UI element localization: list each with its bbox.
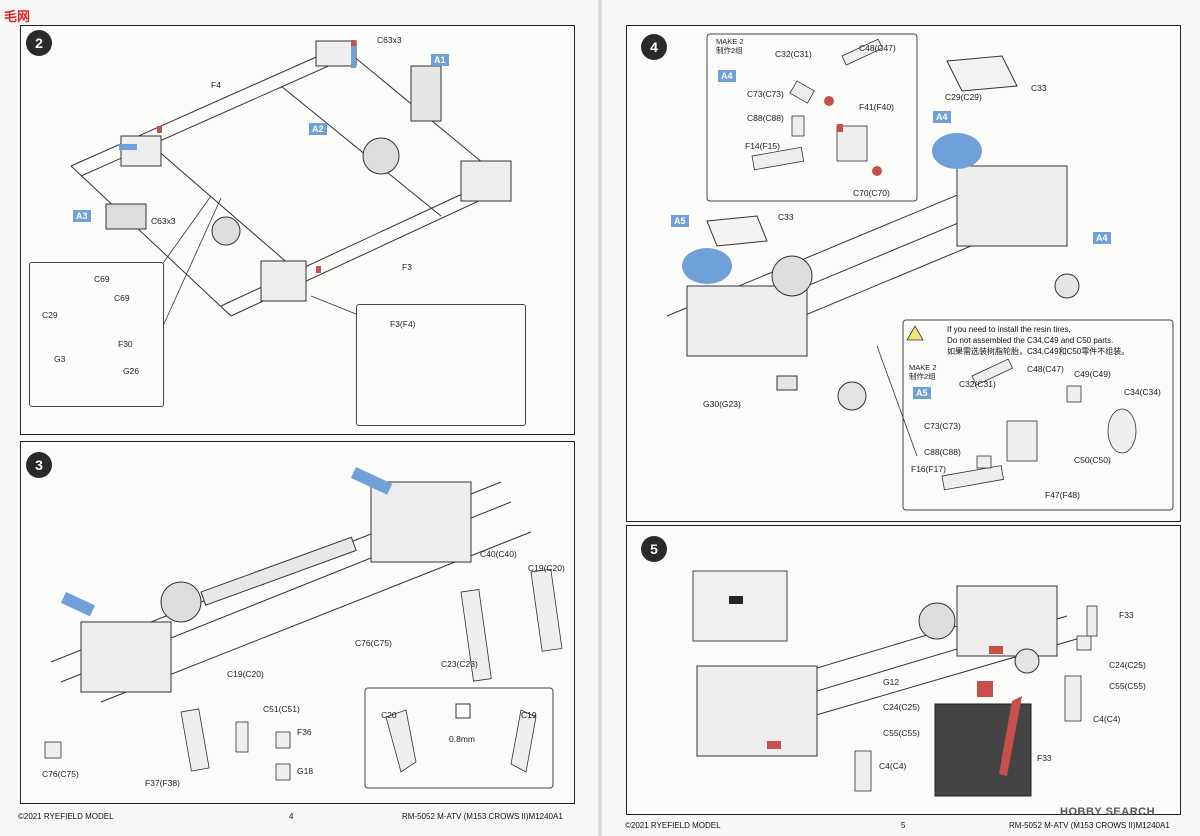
book-spine — [598, 0, 602, 836]
subassembly-tag-a4-main: A4 — [933, 111, 951, 123]
part-label: C33 — [1031, 83, 1047, 93]
page-number: 4 — [289, 812, 294, 821]
part-label: C55(C55) — [1109, 681, 1146, 691]
part-label: C73(C73) — [924, 421, 961, 431]
part-label: C76(C75) — [42, 769, 79, 779]
part-label: G26 — [123, 366, 140, 376]
part-label: C63x3 — [151, 216, 176, 226]
part-label: C69 — [114, 293, 130, 303]
step-5-drawing — [692, 570, 1098, 797]
part-label: F16(F17) — [911, 464, 946, 474]
part-label: C23(C23) — [441, 659, 478, 669]
step-number-5: 5 — [641, 536, 667, 562]
part-label: C51(C51) — [263, 704, 300, 714]
part-label: C24(C25) — [1109, 660, 1146, 670]
part-label: C4(C4) — [879, 761, 907, 771]
step-4-panel: 4 MAKE 2 制作2组 A4 C32(C31) C48(C47) C73(C… — [626, 25, 1181, 522]
watermark-top: 毛网 — [4, 9, 31, 24]
subassembly-tag-a2: A2 — [309, 123, 327, 135]
step-2-drawing — [65, 40, 512, 397]
subassembly-tag-a5: A5 — [671, 215, 689, 227]
part-label: C49(C49) — [1074, 369, 1111, 379]
part-label: F33 — [1037, 753, 1052, 763]
part-label: C32(C31) — [775, 49, 812, 59]
part-label: F3(F4) — [390, 319, 416, 329]
part-label: F47(F48) — [1045, 490, 1080, 500]
subassembly-tag-a4-right: A4 — [1093, 232, 1111, 244]
part-label: C70(C70) — [853, 188, 890, 198]
part-label: C88(C88) — [924, 447, 961, 457]
step-4-drawing — [666, 33, 1174, 511]
part-label: C24(C25) — [883, 702, 920, 712]
resin-tire-note-line1: If you need to install the resin tires, — [947, 325, 1071, 334]
part-label: F14(F15) — [745, 141, 780, 151]
part-label: C19(C20) — [227, 669, 264, 679]
watermark-bottom: HOBBY SEARCH — [1060, 806, 1156, 818]
subassembly-tag-a5-inset: A5 — [913, 387, 931, 399]
footer-copyright: ©2021 RYEFIELD MODEL — [18, 812, 114, 821]
part-label: C4(C4) — [1093, 714, 1121, 724]
part-label: F33 — [1119, 610, 1134, 620]
inset-box-detail: F3(F4) — [356, 304, 526, 426]
inset-box-parts: C69 C69 C29 F30 G3 G26 — [29, 262, 164, 407]
part-label: C48(C47) — [859, 43, 896, 53]
step-number-3: 3 — [26, 452, 52, 478]
part-label: C55(C55) — [883, 728, 920, 738]
footer-copyright: ©2021 RYEFIELD MODEL — [625, 821, 721, 830]
resin-tire-note-line2: Do not assembled the C34,C49 and C50 par… — [947, 336, 1114, 345]
part-label: F4 — [211, 80, 221, 90]
part-label: F3 — [402, 262, 412, 272]
step-5-panel: 5 F33 C24(C25) C55(C55) G12 C24(C25) C55… — [626, 525, 1181, 815]
part-label: C19 — [521, 710, 537, 720]
part-label: C76(C75) — [355, 638, 392, 648]
part-label: C29(C29) — [945, 92, 982, 102]
step-2-panel: 2 C63x3 A1 F4 A2 A3 C63x3 F3 C69 C69 C29… — [20, 25, 575, 435]
part-label: C20 — [381, 710, 397, 720]
step-3-panel: 3 C40(C40) C19(C20) C76(C75) C23(C23) C1… — [20, 441, 575, 804]
resin-tire-note-line3: 如果需选装树脂轮胎，C34,C49和C50零件不组装。 — [947, 347, 1130, 356]
footer-product: RM-5052 M-ATV (M153 CROWS II)M1240A1 — [402, 812, 563, 821]
step-number-2: 2 — [26, 30, 52, 56]
part-label: G3 — [54, 354, 66, 364]
part-label: C50(C50) — [1074, 455, 1111, 465]
drill-size-label: 0.8mm — [449, 734, 475, 744]
make-two-text: MAKE 2 制作2组 — [716, 37, 744, 55]
footer-product: RM-5052 M-ATV (M153 CROWS II)M1240A1 — [1009, 821, 1170, 830]
part-label: C33 — [778, 212, 794, 222]
subassembly-tag-a3: A3 — [73, 210, 91, 222]
part-label: G30(G23) — [703, 399, 741, 409]
part-label: G12 — [883, 677, 900, 687]
part-label: F37(F38) — [145, 778, 180, 788]
subassembly-tag-a4: A4 — [718, 70, 736, 82]
part-label: C63x3 — [377, 35, 402, 45]
step-number-4: 4 — [641, 34, 667, 60]
step-3-drawing — [44, 467, 563, 789]
part-label: C32(C31) — [959, 379, 996, 389]
part-label: C48(C47) — [1027, 364, 1064, 374]
part-label: F41(F40) — [859, 102, 894, 112]
part-label: F36 — [297, 727, 312, 737]
page-number: 5 — [901, 821, 906, 830]
part-label: C34(C34) — [1124, 387, 1161, 397]
make-two-text: MAKE 2 制作2组 — [909, 363, 937, 381]
part-label: C73(C73) — [747, 89, 784, 99]
part-label: C88(C88) — [747, 113, 784, 123]
subassembly-tag-a1: A1 — [431, 54, 449, 66]
part-label: C40(C40) — [480, 549, 517, 559]
part-label: G18 — [297, 766, 314, 776]
part-label: C19(C20) — [528, 563, 565, 573]
part-label: F30 — [118, 339, 133, 349]
part-label: C69 — [94, 274, 110, 284]
part-label: C29 — [42, 310, 58, 320]
